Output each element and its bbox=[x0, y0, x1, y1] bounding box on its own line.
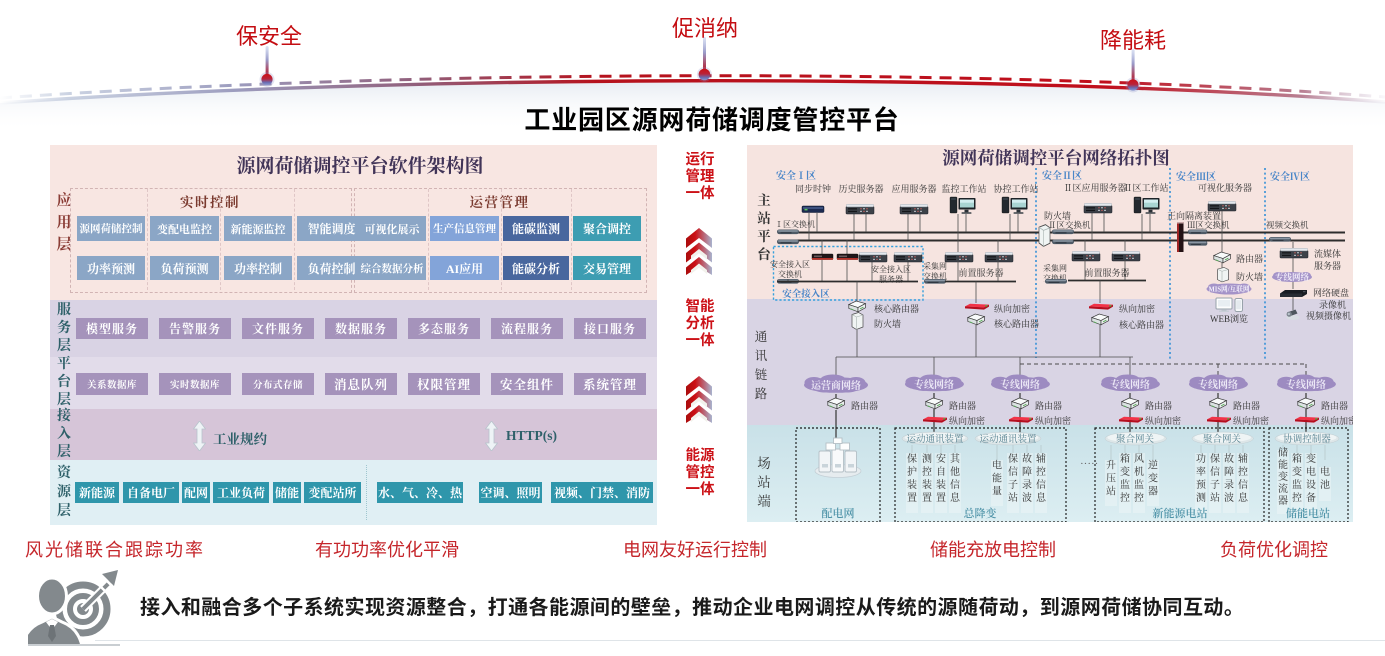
svg-text:配电网: 配电网 bbox=[822, 506, 855, 520]
svg-text:正向隔离装置: 正向隔离装置 bbox=[1167, 210, 1221, 221]
svg-text:协调控制器: 协调控制器 bbox=[1283, 433, 1331, 445]
svg-text:专线网络: 专线网络 bbox=[1198, 378, 1238, 391]
svg-text:聚合网关: 聚合网关 bbox=[1116, 433, 1155, 445]
svg-text:视频摄像机: 视频摄像机 bbox=[1306, 310, 1351, 321]
svg-text:纵向加密: 纵向加密 bbox=[1233, 415, 1269, 426]
svg-text:专线网络: 专线网络 bbox=[1286, 378, 1326, 391]
svg-text:核心路由器: 核心路由器 bbox=[874, 303, 919, 314]
svg-text:场: 场 bbox=[757, 455, 771, 471]
svg-text:纵向加密: 纵向加密 bbox=[1145, 415, 1181, 426]
svg-text:核心路由器: 核心路由器 bbox=[1119, 319, 1164, 330]
svg-text:聚合网关: 聚合网关 bbox=[1203, 433, 1242, 445]
svg-text:路由器: 路由器 bbox=[1321, 400, 1348, 411]
svg-text:新能源电站: 新能源电站 bbox=[1153, 506, 1208, 520]
svg-text:端: 端 bbox=[757, 493, 771, 509]
svg-text:电能量: 电能量 bbox=[992, 459, 1002, 498]
svg-text:交换机: 交换机 bbox=[923, 271, 947, 281]
svg-text:Ⅲ区交换机: Ⅲ区交换机 bbox=[1187, 220, 1230, 230]
svg-text:采集网: 采集网 bbox=[923, 261, 947, 271]
svg-text:服务器: 服务器 bbox=[879, 274, 903, 284]
svg-text:视频交换机: 视频交换机 bbox=[1266, 220, 1309, 230]
svg-text:站: 站 bbox=[757, 474, 771, 490]
svg-text:纵向加密: 纵向加密 bbox=[994, 303, 1030, 314]
svg-text:历史服务器: 历史服务器 bbox=[838, 183, 883, 194]
svg-text:MIS网/互联网: MIS网/互联网 bbox=[1209, 285, 1250, 294]
svg-text:Ⅱ区应用服务器: Ⅱ区应用服务器 bbox=[1063, 182, 1126, 193]
svg-text:Ⅱ区交换机: Ⅱ区交换机 bbox=[1048, 220, 1091, 230]
svg-text:应用服务器: 应用服务器 bbox=[891, 183, 936, 194]
svg-text:升压站: 升压站 bbox=[1106, 459, 1116, 498]
svg-text:可视化服务器: 可视化服务器 bbox=[1198, 182, 1252, 193]
svg-text:流媒体: 流媒体 bbox=[1314, 248, 1341, 259]
svg-text:核心路由器: 核心路由器 bbox=[994, 318, 1039, 329]
svg-text:WEB浏览: WEB浏览 bbox=[1210, 313, 1248, 324]
svg-text:专线网络: 专线网络 bbox=[914, 378, 954, 391]
svg-text:路由器: 路由器 bbox=[1035, 400, 1062, 411]
svg-text:纵向加密: 纵向加密 bbox=[1119, 303, 1155, 314]
svg-text:运营商网络: 运营商网络 bbox=[811, 379, 861, 392]
svg-text:主: 主 bbox=[757, 193, 771, 208]
svg-text:纵向加密: 纵向加密 bbox=[1035, 415, 1071, 426]
svg-text:同步时钟: 同步时钟 bbox=[795, 183, 831, 194]
svg-text:安全接入区: 安全接入区 bbox=[782, 288, 830, 300]
svg-text:链: 链 bbox=[755, 368, 768, 382]
svg-text:安全接入区: 安全接入区 bbox=[871, 264, 911, 274]
svg-text:源网荷储调控平台网络拓扑图: 源网荷储调控平台网络拓扑图 bbox=[942, 148, 1170, 168]
svg-text:Ⅱ区工作站: Ⅱ区工作站 bbox=[1123, 182, 1168, 193]
svg-text:总降变: 总降变 bbox=[964, 506, 998, 520]
svg-text:安全接入区: 安全接入区 bbox=[770, 259, 810, 269]
svg-text:网络硬盘: 网络硬盘 bbox=[1313, 287, 1349, 298]
svg-text:防火墙: 防火墙 bbox=[1044, 210, 1071, 221]
svg-text:前置服务器: 前置服务器 bbox=[1084, 267, 1129, 278]
svg-text:Ⅰ区交换机: Ⅰ区交换机 bbox=[775, 219, 815, 229]
svg-text:前置服务器: 前置服务器 bbox=[958, 267, 1003, 278]
svg-text:安全Ⅳ区: 安全Ⅳ区 bbox=[1270, 170, 1310, 183]
svg-text:路由器: 路由器 bbox=[1145, 400, 1172, 411]
svg-text:安全Ⅲ区: 安全Ⅲ区 bbox=[1176, 170, 1216, 183]
svg-text:防火墙: 防火墙 bbox=[1236, 271, 1263, 282]
svg-text:专线网络: 专线网络 bbox=[1110, 378, 1150, 391]
svg-text:协控工作站: 协控工作站 bbox=[993, 183, 1038, 194]
svg-text:路由器: 路由器 bbox=[851, 400, 878, 411]
svg-text:纵向加密: 纵向加密 bbox=[949, 415, 985, 426]
svg-text:运动通讯装置: 运动通讯装置 bbox=[906, 433, 964, 445]
svg-text:服务器: 服务器 bbox=[1314, 260, 1341, 271]
svg-text:运动通讯装置: 运动通讯装置 bbox=[979, 433, 1037, 445]
svg-text:路: 路 bbox=[755, 387, 768, 401]
svg-text:防火墙: 防火墙 bbox=[874, 318, 901, 329]
svg-text:安全Ⅱ区: 安全Ⅱ区 bbox=[1042, 169, 1082, 182]
svg-text:监控工作站: 监控工作站 bbox=[941, 183, 986, 194]
svg-text:采集网: 采集网 bbox=[1043, 263, 1067, 273]
svg-text:交换机: 交换机 bbox=[778, 269, 802, 279]
svg-text:逆变器: 逆变器 bbox=[1148, 459, 1158, 498]
svg-text:路由器: 路由器 bbox=[949, 400, 976, 411]
svg-text:·····: ····· bbox=[1080, 458, 1098, 470]
svg-text:交换机: 交换机 bbox=[1043, 273, 1067, 283]
svg-text:讯: 讯 bbox=[755, 349, 768, 363]
svg-text:储能电站: 储能电站 bbox=[1286, 506, 1330, 520]
svg-text:专线网络: 专线网络 bbox=[1000, 378, 1040, 391]
svg-text:路由器: 路由器 bbox=[1233, 400, 1260, 411]
svg-text:专线网络: 专线网络 bbox=[1275, 272, 1310, 282]
svg-text:录像机: 录像机 bbox=[1319, 299, 1346, 310]
svg-text:台: 台 bbox=[757, 246, 771, 262]
svg-text:储能变流器: 储能变流器 bbox=[1278, 446, 1288, 507]
svg-text:安全Ⅰ区: 安全Ⅰ区 bbox=[776, 169, 816, 182]
svg-text:路由器: 路由器 bbox=[1236, 253, 1263, 264]
svg-text:通: 通 bbox=[755, 330, 768, 344]
svg-text:纵向加密: 纵向加密 bbox=[1321, 415, 1353, 426]
svg-text:站: 站 bbox=[757, 210, 771, 226]
svg-text:平: 平 bbox=[757, 228, 771, 244]
